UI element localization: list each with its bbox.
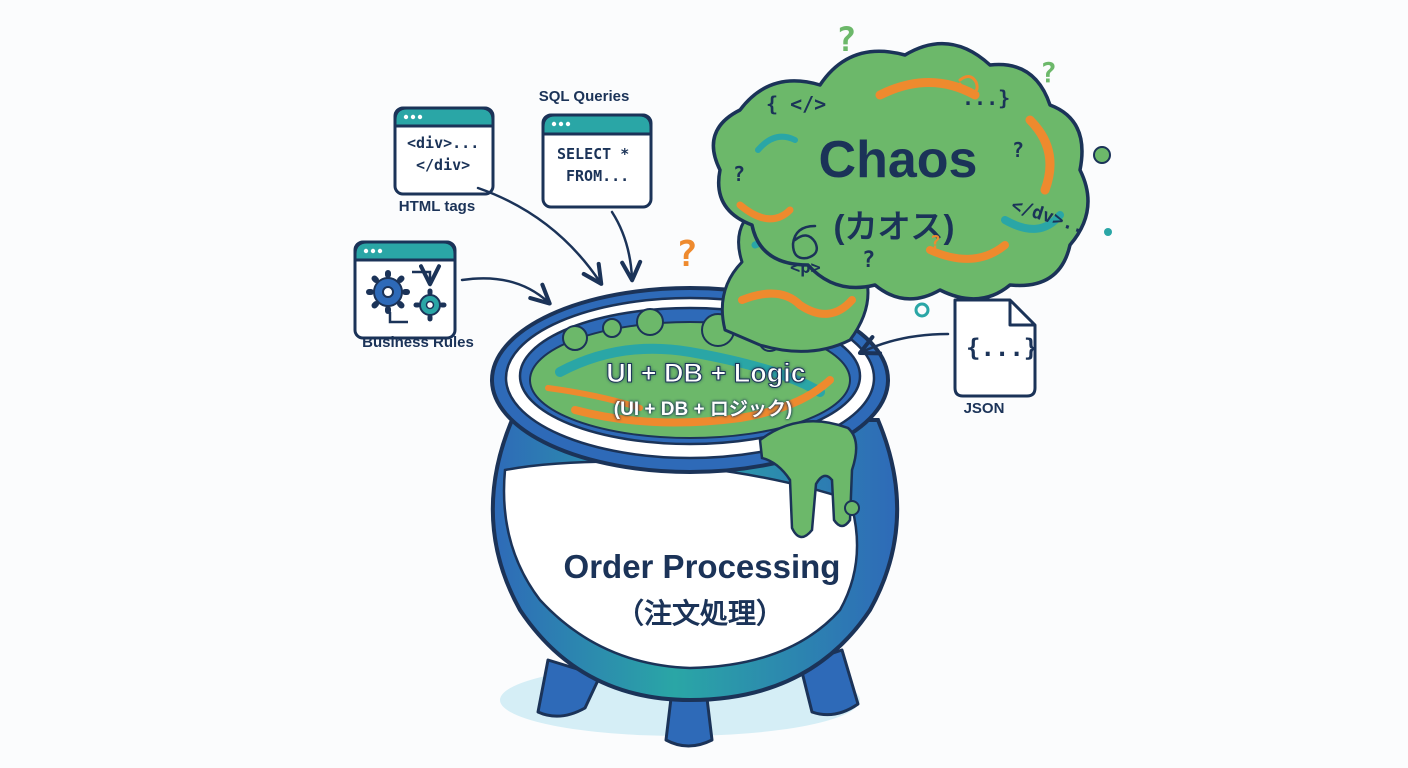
gears-icon [366, 264, 447, 324]
floating-droplet [914, 302, 930, 318]
json-file-card [953, 298, 1037, 398]
sql-code-line2: FROM... [566, 167, 630, 185]
cauldron-contents: UI + DB + Logic [606, 358, 807, 389]
question-mark: ? [676, 234, 698, 275]
arrow-rules-to-cauldron [460, 277, 552, 306]
html-tags-card [393, 106, 495, 196]
question-mark: ? [733, 162, 746, 186]
cloud-doodle-p-tag: <p> [790, 258, 821, 278]
cloud-orange-swirl-1 [875, 78, 980, 100]
cloud-teal-swirl-2 [755, 133, 798, 153]
cauldron-leg-middle [664, 688, 714, 748]
question-mark: ? [930, 232, 941, 253]
arrow-sql-to-cauldron [610, 210, 643, 283]
cloud-doodle-ellipsis: ...} [962, 86, 1011, 110]
bubble [562, 325, 588, 351]
html-tags-caption: HTML tags [398, 198, 476, 215]
json-code: {...} [966, 334, 1039, 362]
cloud-orange-swirl-2 [1025, 115, 1055, 195]
json-caption: JSON [963, 400, 1005, 417]
potion-swirl-3 [545, 385, 643, 411]
cauldron-label-jp: （注文処理） [615, 598, 785, 629]
html-tags-code-line2: </div> [416, 156, 471, 174]
drip-drop [844, 500, 860, 516]
bubble [602, 318, 622, 338]
overflow-drip [758, 420, 858, 539]
sql-code-line1: SELECT * [557, 145, 630, 163]
potion-swirl-2 [571, 376, 834, 427]
question-mark: ? [862, 248, 876, 273]
question-mark: ? [1040, 56, 1057, 89]
cauldron-contents-jp: (UI + DB + ロジック) [613, 399, 793, 420]
cloud-orange-swirl-3 [736, 201, 794, 223]
floating-droplet [1093, 146, 1111, 164]
cloud-spiral [791, 224, 818, 260]
floating-droplet [1104, 228, 1112, 236]
sql-queries-caption: SQL Queries [538, 88, 630, 105]
cloud-orange-swirl-4 [926, 241, 1009, 263]
cloud-doodle-code: { </> [766, 92, 827, 116]
sql-queries-card [541, 113, 653, 209]
business-rules-caption: Business Rules [362, 334, 474, 351]
arrow-json-to-cauldron [857, 332, 950, 356]
cloud-teal-swirl-1 [1001, 211, 1064, 233]
question-mark: ? [1012, 138, 1025, 162]
smoke-orange-swirl [738, 289, 856, 318]
html-tags-code-line1: <div>... [407, 134, 480, 152]
question-mark: ? [836, 20, 857, 60]
arrow-html-to-cauldron [476, 186, 604, 286]
chaos-title: Chaos [818, 131, 978, 189]
cauldron-label: Order Processing [563, 548, 841, 585]
potion-swirl-1 [555, 343, 825, 397]
cloud-spiral [958, 75, 979, 96]
bubble [636, 308, 664, 336]
chaos-title-jp: (カオス) [833, 208, 955, 245]
